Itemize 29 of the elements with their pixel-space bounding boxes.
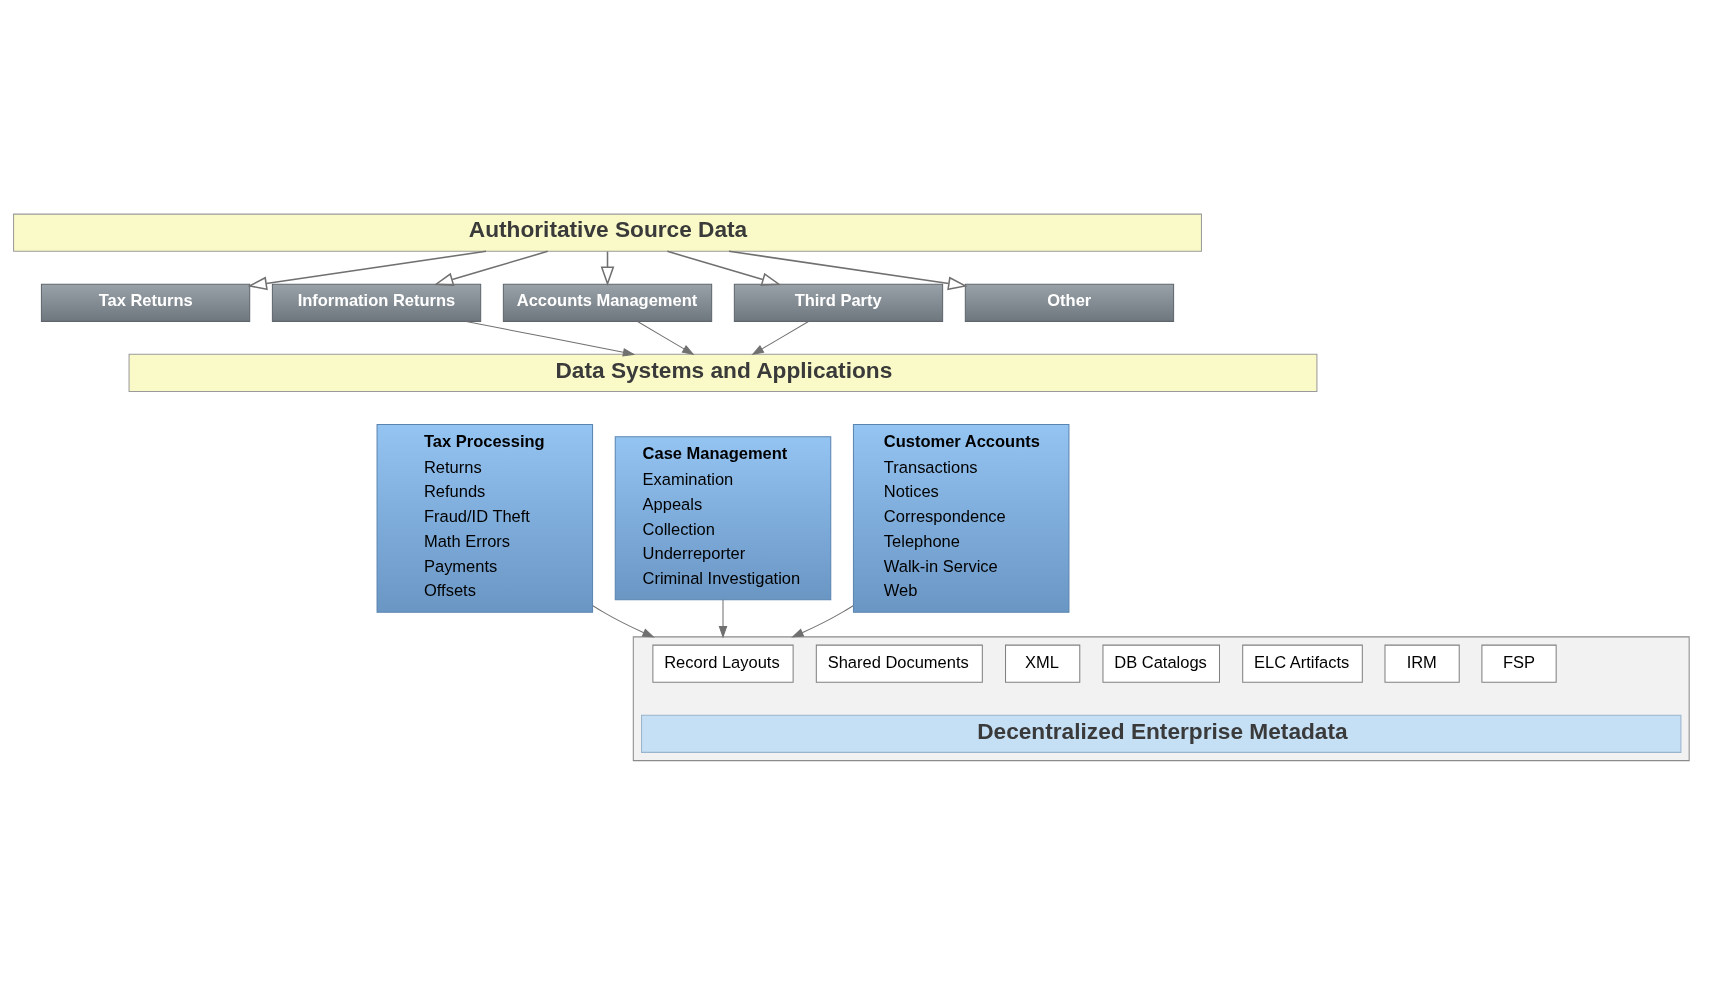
arrow <box>247 250 487 290</box>
arrow <box>718 598 728 638</box>
node-box: Customer Accounts Transactions Notices Correspondence Telephone Walk-in Service Web <box>852 423 1070 613</box>
node-box: Tax Processing Returns Refunds Fraud/ID Theft Math Errors Payments Offsets <box>376 423 594 613</box>
node-box: Information Returns <box>271 283 482 322</box>
node-box: Third Party <box>733 283 944 322</box>
arrow <box>592 604 655 637</box>
node-box: ELC Artifacts <box>1242 644 1363 683</box>
cluster <box>632 635 1690 761</box>
node-box: Shared Documents <box>815 644 983 683</box>
node-box: Decentralized Enterprise Metadata <box>641 714 1682 753</box>
arrow <box>433 250 549 286</box>
node-box: IRM <box>1384 644 1460 683</box>
node-box: Case Management Examination Appeals Collection Underreporter Criminal Investigation <box>614 435 832 600</box>
node-box: FSP <box>1481 644 1557 683</box>
arrow <box>728 250 968 290</box>
node-box: Other <box>964 283 1175 322</box>
node-box: DB Catalogs <box>1102 644 1220 683</box>
node-box: Data Systems and Applications <box>128 353 1318 392</box>
arrow <box>465 320 636 357</box>
node-box: Authoritative Source Data <box>13 213 1202 252</box>
arrow <box>637 320 695 355</box>
arrow <box>666 250 782 286</box>
node-box: Record Layouts <box>652 644 794 683</box>
node-box: Tax Returns <box>40 283 251 322</box>
arrow <box>751 320 809 355</box>
node-box: Accounts Management <box>502 283 713 322</box>
node-box: XML <box>1005 644 1081 683</box>
arrow <box>791 604 854 637</box>
